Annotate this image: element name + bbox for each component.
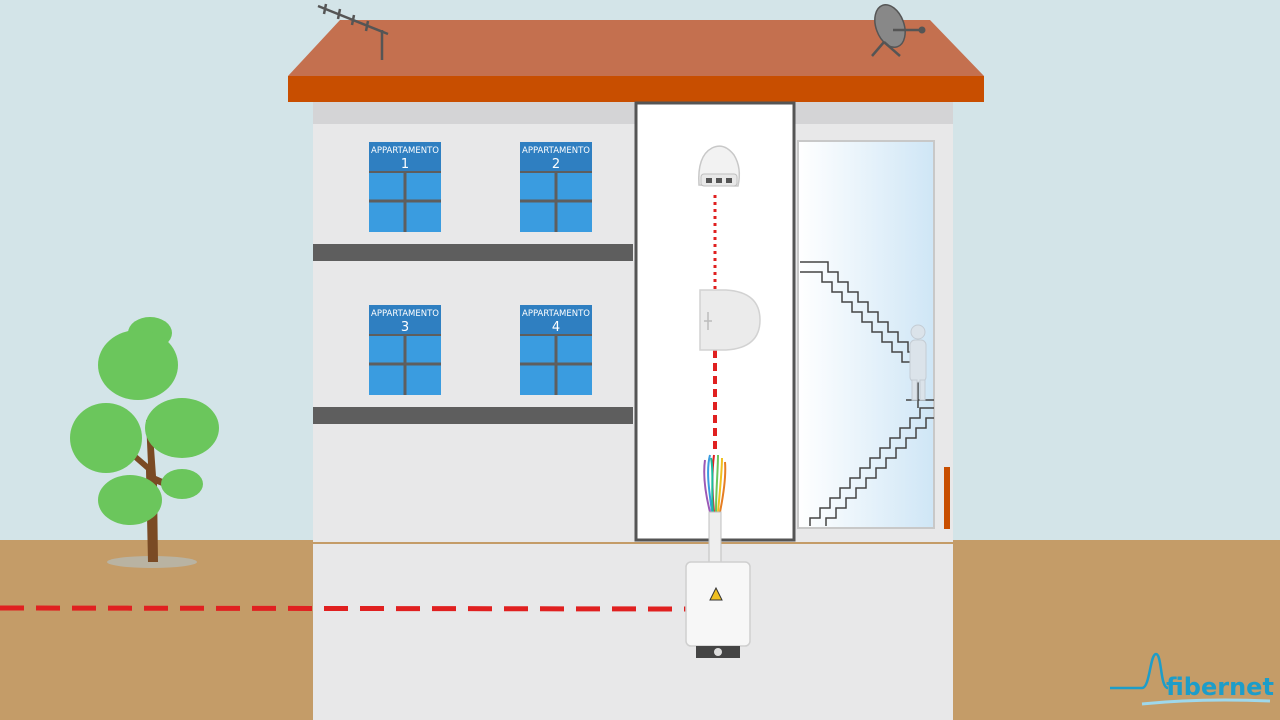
person-silhouette <box>909 324 927 401</box>
tree <box>70 317 219 568</box>
satellite-dish-icon <box>871 4 926 57</box>
window-number: 3 <box>401 320 409 335</box>
window-label: APPARTAMENTO <box>371 146 439 156</box>
window-label: APPARTAMENTO <box>522 309 590 319</box>
window-label: APPARTAMENTO <box>522 146 590 156</box>
window-number: 1 <box>401 157 409 172</box>
window-label: APPARTAMENTO <box>371 309 439 319</box>
basement <box>313 544 953 720</box>
floor-divider-1 <box>313 244 633 261</box>
signal-wave-icon <box>1110 652 1169 690</box>
roof-edge <box>288 76 984 102</box>
floor-divider-2 <box>313 407 633 424</box>
window-apartment-3: APPARTAMENTO 3 <box>369 305 441 395</box>
orange-post <box>944 467 950 529</box>
roof <box>288 20 984 76</box>
window-number: 4 <box>552 320 560 335</box>
window-apartment-1: APPARTAMENTO 1 <box>369 142 441 232</box>
optical-terminal-icon <box>698 145 741 187</box>
wall-top-band <box>313 100 953 124</box>
window-number: 2 <box>552 157 560 172</box>
warning-triangle-icon <box>709 586 723 601</box>
junction-box-icon <box>685 561 751 658</box>
brand-name: fibernet <box>1166 673 1274 701</box>
window-apartment-4: APPARTAMENTO 4 <box>520 305 592 395</box>
splitter-box-icon <box>699 289 761 351</box>
fibernet-logo: fibernet <box>1110 652 1274 706</box>
fiber-bundle <box>703 454 727 513</box>
tv-antenna-icon <box>317 3 389 60</box>
underground-fiber <box>0 605 691 612</box>
window-apartment-2: APPARTAMENTO 2 <box>520 142 592 232</box>
